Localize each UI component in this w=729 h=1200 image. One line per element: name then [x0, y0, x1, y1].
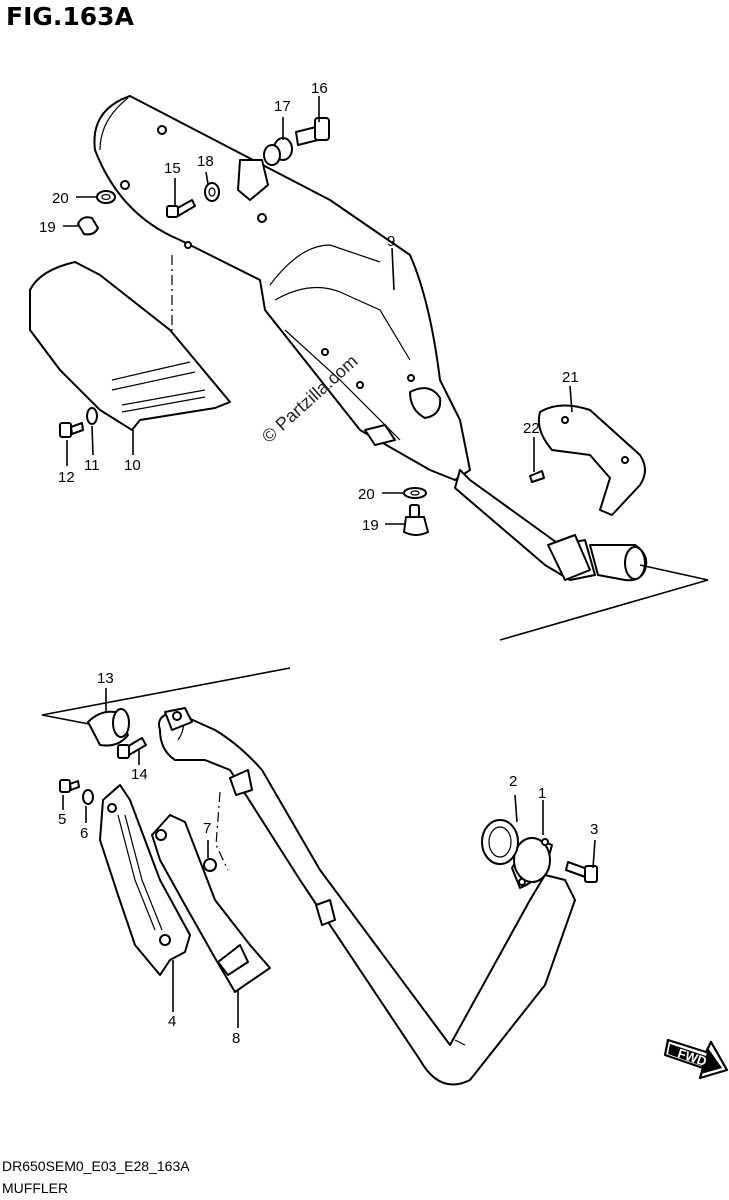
fwd-arrow-label: FWD — [676, 1046, 709, 1069]
leader-line-shield-8 — [215, 791, 229, 871]
muffler-heat-shield[interactable] — [29, 261, 231, 431]
collar-17[interactable] — [263, 137, 293, 166]
callout-20-upper: 20 — [52, 190, 69, 207]
callout-numbers: 1 2 3 4 5 6 7 8 9 10 11 12 13 14 15 16 1… — [39, 80, 598, 1047]
nut-19-upper[interactable] — [77, 216, 99, 236]
bolt-16[interactable] — [295, 117, 330, 146]
bolt-22[interactable] — [529, 470, 545, 483]
connector-13[interactable] — [87, 708, 130, 747]
callout-5: 5 — [58, 811, 66, 828]
bolt-12[interactable] — [59, 422, 84, 438]
muffler-inlet-pipe[interactable] — [454, 469, 648, 582]
separator-line-upper — [499, 564, 709, 641]
callout-4: 4 — [168, 1013, 176, 1030]
callout-21: 21 — [562, 369, 579, 386]
callout-8: 8 — [232, 1030, 240, 1047]
callout-16: 16 — [311, 80, 328, 97]
bolt-14[interactable] — [117, 737, 147, 759]
callout-17: 17 — [274, 98, 291, 115]
callout-19-upper: 19 — [39, 219, 56, 236]
callout-leaders — [62, 96, 596, 1028]
callout-19-lower: 19 — [362, 517, 379, 534]
fwd-arrow-icon — [663, 1038, 729, 1080]
callout-15: 15 — [164, 160, 181, 177]
gasket-2[interactable] — [481, 819, 519, 865]
bolt-7[interactable] — [203, 858, 217, 872]
callout-1: 1 — [538, 785, 546, 802]
washer-20-lower[interactable] — [403, 487, 427, 499]
callout-22: 22 — [523, 420, 540, 437]
callout-11: 11 — [84, 457, 100, 474]
exhaust-heat-shield-4[interactable] — [99, 784, 191, 976]
exhaust-heat-shield-8[interactable] — [151, 814, 271, 993]
callout-7: 7 — [203, 820, 211, 837]
callout-6: 6 — [80, 825, 88, 842]
callout-3: 3 — [590, 821, 598, 838]
washer-18[interactable] — [204, 182, 220, 202]
exhaust-flange-1[interactable] — [511, 837, 553, 889]
washer-6[interactable] — [82, 789, 94, 805]
figure-code: DR650SEM0_E03_E28_163A — [2, 1158, 190, 1174]
callout-14: 14 — [131, 766, 148, 783]
callout-2: 2 — [509, 773, 517, 790]
callout-13: 13 — [97, 670, 114, 687]
nut-19-lower[interactable] — [403, 504, 429, 536]
callout-12: 12 — [58, 469, 75, 486]
washer-11[interactable] — [86, 407, 98, 425]
figure-name: MUFFLER — [2, 1180, 69, 1196]
muffler-mount-bracket — [237, 159, 269, 201]
callout-20-lower: 20 — [358, 486, 375, 503]
muffler-bracket-21[interactable] — [537, 404, 646, 516]
figure-title: FIG.163A — [6, 2, 134, 31]
separator-line-lower — [41, 667, 291, 729]
bolt-15[interactable] — [166, 199, 196, 218]
callout-18: 18 — [197, 153, 214, 170]
bolt-3[interactable] — [565, 861, 598, 883]
exhaust-pipe[interactable] — [158, 707, 576, 1086]
washer-20-upper[interactable] — [96, 190, 116, 204]
callout-9: 9 — [387, 233, 395, 250]
bolt-5[interactable] — [59, 779, 80, 793]
callout-10: 10 — [124, 457, 141, 474]
muffler-body[interactable] — [93, 95, 471, 481]
